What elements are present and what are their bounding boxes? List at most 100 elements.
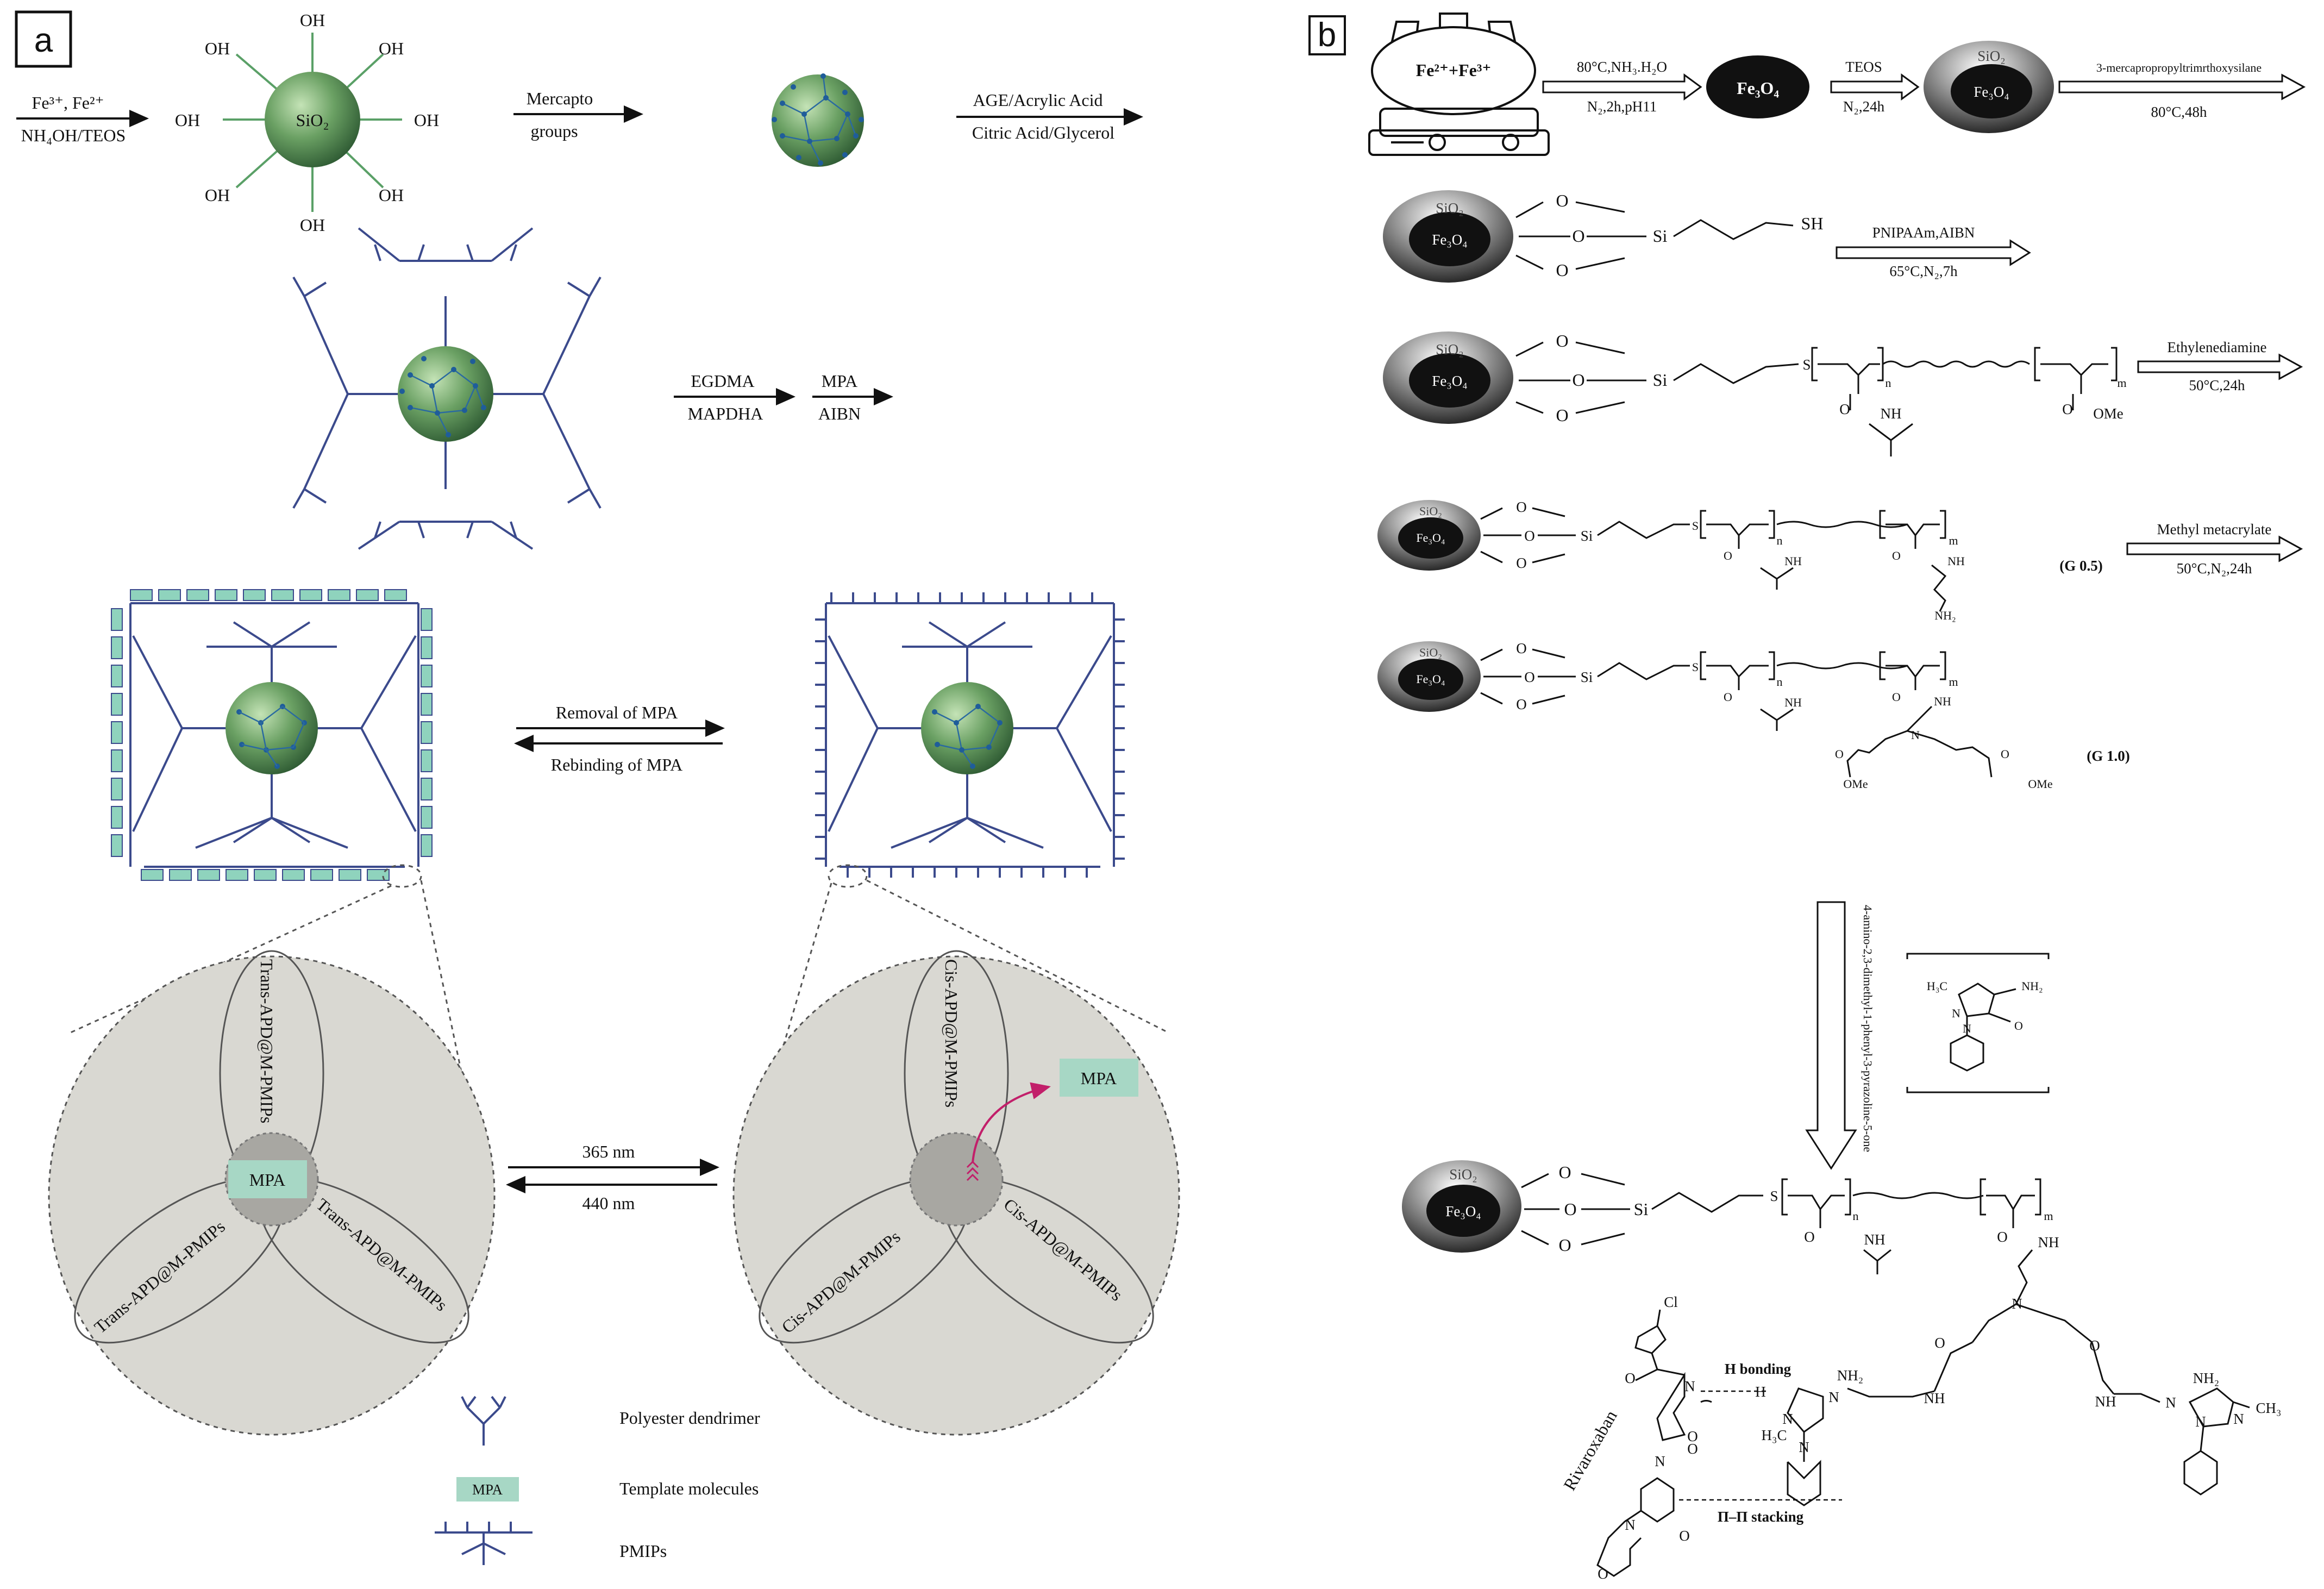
release-wave-icon <box>966 1160 979 1181</box>
step1-open-arrow <box>1542 73 1702 101</box>
pmip-icon <box>435 1522 533 1565</box>
final-fe3o4: Fe₃O₄ <box>1445 1203 1481 1219</box>
final-si: Si <box>1634 1199 1649 1219</box>
row3-ome: OMe <box>2093 405 2123 422</box>
oh-label: OH <box>205 185 230 205</box>
pyraz-n: N <box>1952 1006 1960 1020</box>
row5-o-ester: O <box>2001 747 2009 761</box>
released-mpa-box <box>1060 1059 1138 1097</box>
step2-reagent-top: Mercapto <box>527 89 593 108</box>
step2-open-arrow <box>1830 73 1920 101</box>
riv-o: O <box>1687 1428 1698 1444</box>
cis-label-top: Cis-APD@M-PMIPs <box>942 959 961 1108</box>
template-icon-label: MPA <box>472 1481 503 1498</box>
step3-reagent-bottom: Citric Acid/Glycerol <box>972 123 1114 142</box>
ion-label: Fe²⁺+Fe³⁺ <box>1416 60 1492 80</box>
row5-nh: NH <box>1934 695 1951 708</box>
mpa-template-label: MPA <box>249 1170 285 1190</box>
down-open-arrow <box>1805 901 1857 1170</box>
step2-reagent-bottom: groups <box>530 121 578 141</box>
dendrimer-icon <box>461 1396 506 1446</box>
row5-sub-m: m <box>1949 675 1958 689</box>
row3-s: S <box>1802 356 1811 373</box>
row5-ome: OMe <box>1843 777 1868 791</box>
panel-a: a Fe³⁺, Fe²⁺ NH₄OH/TEOS SiO₂ OH OH OH OH <box>15 10 1180 1565</box>
row5-o: O <box>1524 669 1535 685</box>
aminopyrazolone-structure <box>1906 953 2050 1093</box>
step3-reagent-bottom: 80°C,48h <box>2151 104 2207 120</box>
released-mpa-label: MPA <box>1081 1068 1117 1088</box>
row4-o: O <box>1516 555 1527 571</box>
riv-n: N <box>1684 1378 1695 1394</box>
row5-o-carbonyl: O <box>1892 690 1901 704</box>
row4-o: O <box>1524 528 1535 544</box>
step1-reagent-bottom: NH₄OH/TEOS <box>21 126 126 145</box>
step6-reagent-bottom: 50°C,N₂,24h <box>2177 560 2252 577</box>
g05-label: (G 0.5) <box>2059 558 2102 574</box>
final-o: O <box>1564 1199 1576 1219</box>
pyraz-h3c: H₃C <box>1927 979 1947 993</box>
row3-o: O <box>1556 405 1568 425</box>
row5-o: O <box>1516 696 1527 712</box>
row3-polymer-particle <box>1383 331 2118 456</box>
row5-s: S <box>1692 660 1699 674</box>
step6-reagent-top: Methyl metacrylate <box>2157 521 2272 537</box>
final-h: H <box>1755 1384 1766 1400</box>
step5-open-arrow <box>2137 353 2303 380</box>
sio2-core-group: SiO₂ OH OH OH OH OH OH OH OH <box>175 10 439 235</box>
panel-b-tag-box <box>1308 15 1346 55</box>
fe3o4-core-label: Fe₃O₄ <box>1974 84 2009 100</box>
riv-o: O <box>1625 1370 1636 1386</box>
panel-b-tag: b <box>1318 16 1336 54</box>
final-nh: NH <box>2095 1393 2116 1410</box>
release-arrow <box>972 1082 1051 1163</box>
riv-o: O <box>1687 1441 1698 1457</box>
template-icon <box>456 1477 519 1502</box>
step5-reagent-top: Ethylenediamine <box>2168 339 2267 355</box>
row3-o-carbonyl: O <box>2062 401 2073 417</box>
oh-label: OH <box>300 215 325 235</box>
panel-a-tag: a <box>34 22 53 59</box>
step2-reagent-top: TEOS <box>1845 59 1882 75</box>
final-nh: NH <box>2038 1234 2059 1250</box>
row3-sub-m: m <box>2117 376 2126 390</box>
row5-o-ester: O <box>1835 747 1844 761</box>
row4-sub-n: n <box>1777 534 1783 547</box>
legend-label: Template molecules <box>619 1479 759 1498</box>
final-nh: NH <box>1864 1231 1885 1248</box>
step4-reagent-bottom-2: AIBN <box>818 404 861 423</box>
row4-nh: NH <box>1784 554 1802 568</box>
final-n: N <box>2012 1296 2022 1312</box>
final-nh2: NH₂ <box>1837 1367 1863 1384</box>
step4-reagent-bottom: 65°C,N₂,7h <box>1889 263 1958 279</box>
pyraz-nh2: NH₂ <box>2021 979 2043 993</box>
core-shell-particle <box>1924 41 2054 133</box>
step4-open-arrow <box>1836 239 2031 266</box>
legend-label: PMIPs <box>619 1541 667 1561</box>
row5-g10-particle <box>1377 641 1993 778</box>
row2-sh: SH <box>1801 214 1824 233</box>
row4-s: S <box>1692 519 1699 533</box>
final-o-carbonyl: O <box>1804 1229 1815 1245</box>
fe3o4-label: Fe₃O₄ <box>1737 78 1779 98</box>
step6-open-arrow <box>2126 535 2303 562</box>
final-n: N <box>1799 1439 1809 1455</box>
sio2-label: SiO₂ <box>296 110 329 130</box>
trans-zoom-view: MPA Trans-APD@M-PMIPs Trans-APD@M-PMIPs … <box>48 950 496 1436</box>
final-sub-n: n <box>1853 1209 1859 1223</box>
row4-g05-particle <box>1377 500 1947 612</box>
row4-nh: NH <box>1947 554 1965 568</box>
panel-b: b Fe²⁺+Fe³⁺ 80°C,NH₃.H₂O N₂,2h,pH11 Fe₃O… <box>1308 12 2306 1582</box>
row5-nh: NH <box>1784 696 1802 709</box>
rebinding-label: Rebinding of MPA <box>551 755 682 774</box>
row2-si: Si <box>1653 226 1668 246</box>
dendrimer-sphere <box>292 227 602 550</box>
removal-label: Removal of MPA <box>556 703 678 722</box>
row3-sio2: SiO₂ <box>1436 341 1463 358</box>
riv-cl: Cl <box>1664 1294 1678 1310</box>
row2-o: O <box>1556 191 1568 210</box>
riv-o: O <box>1598 1566 1608 1582</box>
panel-a-tag-box <box>15 10 72 68</box>
final-nh2: NH₂ <box>2193 1370 2219 1386</box>
row2-o: O <box>1572 226 1584 246</box>
